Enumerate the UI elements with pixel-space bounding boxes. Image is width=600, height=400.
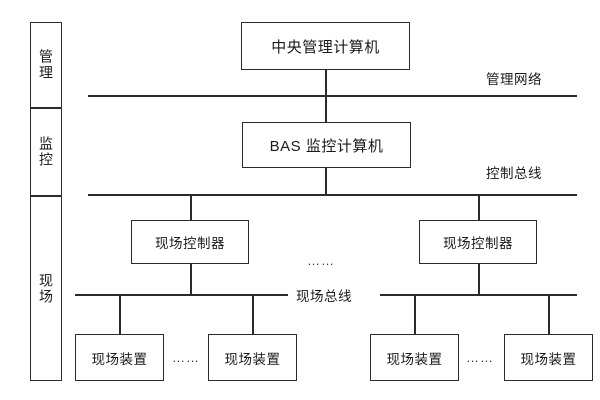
connector-controller-right-to-field-bus — [478, 264, 480, 295]
node-field-device-4[interactable]: 现场装置 — [504, 334, 593, 381]
node-bas-monitoring-computer[interactable]: BAS 监控计算机 — [242, 122, 411, 168]
node-label: 现场控制器 — [155, 236, 225, 251]
node-label: 现场装置 — [386, 351, 443, 367]
node-central-management-computer[interactable]: 中央管理计算机 — [241, 22, 410, 70]
sidebar-divider-2 — [31, 195, 61, 197]
ellipsis-devices-left: …… — [172, 350, 200, 365]
node-field-device-2[interactable]: 现场装置 — [208, 334, 297, 381]
node-field-device-3[interactable]: 现场装置 — [370, 334, 459, 381]
connector-central-to-management-network — [325, 70, 327, 96]
sidebar-item-label: 管理 — [38, 49, 54, 81]
bus-management-network — [88, 95, 577, 97]
node-label: 现场装置 — [91, 351, 148, 367]
node-field-controller-left[interactable]: 现场控制器 — [131, 220, 249, 264]
sidebar-item-label: 监控 — [38, 136, 54, 168]
layer-sidebar: 管理 监控 现场 — [30, 22, 62, 381]
node-label: 现场控制器 — [443, 236, 513, 251]
node-label: 现场装置 — [520, 351, 577, 367]
sidebar-divider-1 — [31, 107, 61, 109]
node-field-controller-right[interactable]: 现场控制器 — [419, 220, 537, 264]
sidebar-item-management[interactable]: 管理 — [31, 23, 61, 107]
bus-field-left-segment — [75, 294, 288, 296]
connector-management-network-to-bas — [325, 95, 327, 122]
connector-field-bus-to-device-1 — [119, 294, 121, 334]
sidebar-item-label: 现场 — [38, 272, 54, 305]
node-label: BAS 监控计算机 — [269, 137, 384, 155]
connector-bas-to-control-bus — [325, 168, 327, 195]
bus-label-control-bus: 控制总线 — [486, 166, 542, 181]
ellipsis-devices-right: …… — [466, 350, 494, 365]
bus-label-management-network: 管理网络 — [486, 72, 542, 87]
bus-field-right-segment — [380, 294, 577, 296]
node-field-device-1[interactable]: 现场装置 — [75, 334, 164, 381]
connector-field-bus-to-device-4 — [548, 294, 550, 334]
node-label: 现场装置 — [224, 351, 281, 367]
sidebar-item-field[interactable]: 现场 — [31, 197, 61, 380]
connector-control-bus-to-controller-left — [190, 194, 192, 220]
ellipsis-between-controllers: …… — [307, 253, 335, 268]
connector-control-bus-to-controller-right — [478, 194, 480, 220]
node-label: 中央管理计算机 — [271, 38, 380, 56]
connector-field-bus-to-device-2 — [252, 294, 254, 334]
bus-control — [88, 194, 577, 196]
connector-controller-left-to-field-bus — [190, 264, 192, 295]
bus-label-field-bus: 现场总线 — [296, 289, 352, 304]
sidebar-item-monitoring[interactable]: 监控 — [31, 109, 61, 195]
connector-field-bus-to-device-3 — [414, 294, 416, 334]
